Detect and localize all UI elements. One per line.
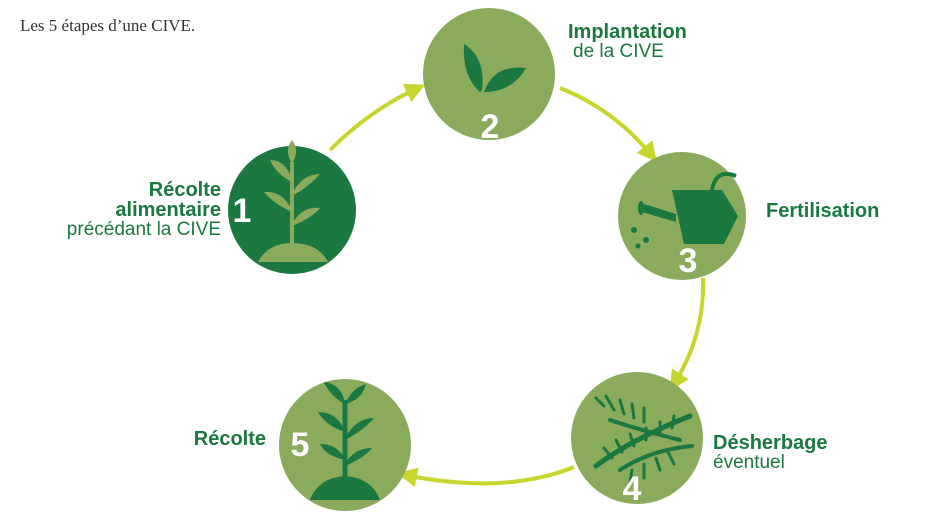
step-title: Récolte bbox=[148, 179, 221, 201]
step-title: Désherbage bbox=[713, 432, 828, 454]
figure-caption: Les 5 étapes d’une CIVE. bbox=[20, 16, 196, 35]
step-title: Récolte bbox=[193, 428, 266, 450]
step-1-label: Récolte alimentaire précédant la CIVE bbox=[67, 180, 221, 239]
step-4-node: 4 bbox=[571, 372, 703, 508]
step-2-node: 2 bbox=[423, 8, 555, 146]
step-5-node: 5 bbox=[279, 379, 411, 511]
grown-plant-icon bbox=[310, 382, 380, 500]
step-subtitle: de la CIVE bbox=[573, 41, 664, 62]
step-number: 5 bbox=[291, 426, 310, 464]
step-number: 3 bbox=[679, 242, 698, 280]
step-number: 4 bbox=[623, 470, 642, 508]
step-3-label: Fertilisation bbox=[766, 201, 879, 221]
step-subtitle: précédant la CIVE bbox=[66, 219, 221, 240]
step-title: alimentaire bbox=[115, 199, 221, 221]
arrow-1-to-2 bbox=[328, 83, 426, 152]
step-title: Fertilisation bbox=[766, 200, 880, 222]
step-2-label: Implantation de la CIVE bbox=[568, 22, 687, 61]
step-3-node: 3 bbox=[618, 152, 746, 280]
step-subtitle: éventuel bbox=[713, 452, 785, 473]
arrow-4-to-5 bbox=[397, 465, 575, 488]
step-number: 2 bbox=[481, 108, 500, 146]
sprout-icon bbox=[463, 44, 526, 92]
arrow-3-to-4 bbox=[669, 277, 706, 391]
step-4-label: Désherbage éventuel bbox=[713, 433, 828, 472]
weed-icon bbox=[593, 394, 694, 484]
step-5-label: Récolte bbox=[194, 429, 266, 449]
step-number: 1 bbox=[233, 192, 252, 230]
young-plant-icon bbox=[258, 140, 328, 262]
watering-can-icon bbox=[631, 171, 738, 249]
step-title: Implantation bbox=[568, 21, 687, 43]
step-1-node: 1 bbox=[228, 140, 356, 274]
arrow-2-to-3 bbox=[559, 86, 658, 163]
